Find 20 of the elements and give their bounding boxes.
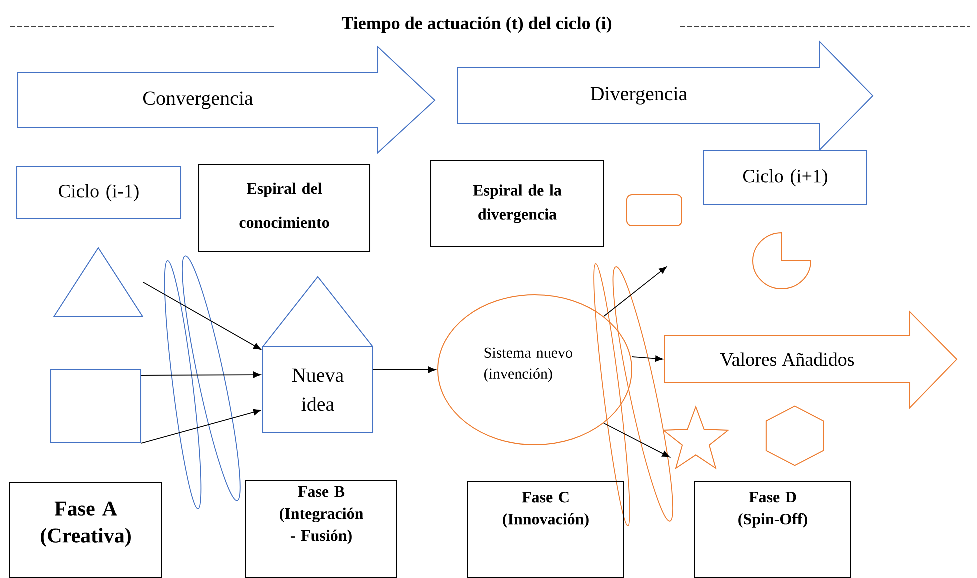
phase-box: Fase A (Creativa): [10, 482, 162, 578]
title: Tiempo de actuación (t) del ciclo (i): [342, 16, 612, 34]
hexagon: [766, 406, 824, 466]
pie-shape: [752, 232, 812, 290]
phase-box: Fase B (Integración - Fusión): [246, 480, 398, 578]
arrow: [604, 266, 668, 318]
arrow: [141, 409, 262, 444]
arrow: [604, 422, 670, 458]
phase-box: Fase C (Innovación): [468, 482, 624, 578]
label-box: Espiral de la divergencia: [430, 160, 604, 248]
arrow: [143, 282, 262, 350]
arrow: [373, 366, 436, 374]
label-box: Ciclo (i+1): [704, 150, 868, 206]
arrow: [141, 372, 262, 378]
label-box: Espiral del conocimiento: [198, 164, 370, 252]
arrow: [632, 356, 664, 362]
square: [50, 370, 142, 444]
square: [626, 194, 682, 226]
label-box: Ciclo (i-1): [16, 166, 182, 220]
phase-box: Fase D (Spin-Off): [694, 482, 852, 578]
